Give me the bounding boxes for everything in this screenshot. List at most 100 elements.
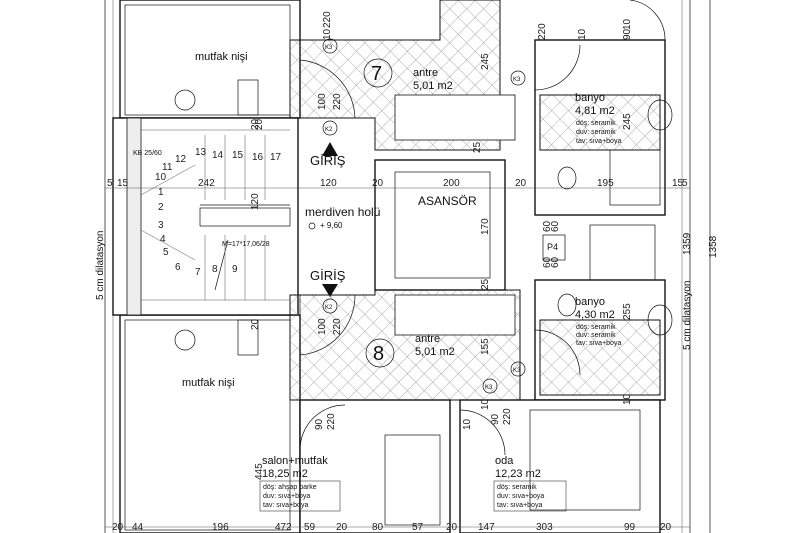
stair-step-number: 9 [232, 264, 238, 275]
banyo-bottom-finish-3: tav: sıva+boya [576, 340, 621, 347]
door-tag: K3 [325, 45, 333, 51]
dimension-label: 20 [254, 118, 265, 130]
right-dimension: 1359 [682, 232, 693, 255]
dimension-label: 155 [480, 338, 491, 355]
banyo-bottom-finish-2: duv: seramik [576, 332, 616, 339]
stair-step-number: 15 [232, 150, 244, 161]
mutfak-bottom-label: mutfak nişi [182, 377, 235, 389]
entry-arrows [322, 142, 338, 297]
stair-step-number: 7 [195, 267, 201, 278]
stair-step-number: 10 [155, 172, 167, 183]
banyo-top-finish-2: duv: seramik [576, 129, 616, 136]
oda-finish-1: döş: seramik [497, 484, 537, 491]
level-label: + 9,60 [320, 221, 343, 230]
dimension-label: 20 [515, 178, 527, 189]
dimension-label: 57 [412, 522, 424, 533]
dimension-label: 147 [478, 522, 495, 533]
dimension-label: 20 [250, 118, 261, 130]
dimension-label: 245 [480, 53, 491, 70]
dimension-label: 196 [212, 522, 229, 533]
dimension-label: 120 [320, 178, 337, 189]
dimension-label: 20 [336, 522, 348, 533]
kb-label: KB 25/60 [133, 150, 162, 157]
dimension-label: 80 [372, 522, 384, 533]
antre-8-name: antre [415, 333, 440, 345]
dimension-label: 90 [490, 413, 501, 425]
dimension-label: 44 [132, 522, 144, 533]
dimension-label: 10 [462, 418, 473, 430]
door-swings [299, 0, 666, 456]
entry-bottom-label: GİRİŞ [310, 268, 346, 283]
shaft-label: P4 [547, 242, 558, 252]
dimension-label: 10 [577, 28, 588, 40]
antre-7-name: antre [413, 67, 438, 79]
unit-7-number: 7 [371, 63, 382, 85]
stair-step-number: 5 [163, 247, 169, 258]
dimension-label: 220 [326, 413, 337, 430]
salon-finish-2: duv: sıva+boya [263, 493, 310, 500]
dimension-label: 20 [446, 522, 458, 533]
door-tag: K2 [325, 127, 333, 133]
stair-treads [140, 129, 291, 301]
dimension-label: 25 [480, 278, 491, 290]
stair-step-number: 1 [158, 187, 164, 198]
door-tag: K2 [325, 305, 333, 311]
stair-step-number: 4 [160, 234, 166, 245]
salon-name: salon+mutfak [262, 455, 328, 467]
banyo-bottom-name: banyo [575, 296, 605, 308]
stair-step-number: 16 [252, 152, 264, 163]
dimension-label: 255 [622, 303, 633, 320]
dimension-label: 220 [332, 318, 343, 335]
dimension-label: 5 [682, 178, 688, 189]
banyo-bottom-area: 4,30 m2 [575, 309, 615, 321]
antre-7-area: 5,01 m2 [413, 80, 453, 92]
dimension-label: 10 [322, 28, 333, 40]
dimension-label: 100 [317, 318, 328, 335]
entry-top-label: GİRİŞ [310, 153, 346, 168]
stair-hall-label: merdiven holü [305, 205, 380, 219]
banyo-top-area: 4,81 m2 [575, 105, 615, 117]
dimension-label: 303 [536, 522, 553, 533]
walls [104, 0, 691, 533]
stair-step-number: 2 [158, 202, 164, 213]
entry-arrow-down-icon [322, 284, 338, 297]
dimension-label: 170 [480, 218, 491, 235]
stair-note: M=17*17,06/28 [222, 241, 270, 248]
dimension-label: 60 [542, 256, 553, 268]
left-expansion-label: 5 cm dilatasyon [95, 231, 106, 300]
stair-step-number: 8 [212, 264, 218, 275]
dimension-label: 100 [317, 93, 328, 110]
far-right-dimension: 1358 [708, 235, 719, 258]
stair-step-number: 14 [212, 150, 224, 161]
right-expansion-label: 5 cm dilatasyon [682, 281, 693, 350]
unit-7-circle [363, 58, 393, 88]
door-tag: K3 [513, 77, 521, 83]
dimension-label: 20 [372, 178, 384, 189]
dimension-label: 472 [275, 522, 292, 533]
entry-arrow-up-icon [322, 142, 338, 156]
door-tag: K3 [485, 385, 493, 391]
elevator-label: ASANSÖR [418, 194, 477, 208]
banyo-top-name: banyo [575, 92, 605, 104]
dimension-label: 60 [550, 220, 561, 232]
dimension-vertical: 220 10 245 10 90 220 10 245 20 100 220 20 25 170 120 25… [250, 11, 633, 480]
dimension-label: 15 [672, 178, 684, 189]
dimension-label: 5 [107, 178, 113, 189]
salon-finish-1: döş: ahşap parke [263, 484, 317, 491]
banyo-top-finish-1: döş: seramik [576, 120, 616, 127]
dimension-label: 25 [472, 141, 483, 153]
dimension-label: 10 [480, 398, 491, 410]
dimension-label: 90 [622, 28, 633, 40]
antre-8-area: 5,01 m2 [415, 346, 455, 358]
dimension-label: 200 [443, 178, 460, 189]
dimension-label: 220 [537, 23, 548, 40]
stair-step-number: 12 [175, 154, 187, 165]
oda-area: 12,23 m2 [495, 468, 541, 480]
dimension-label: 20 [112, 522, 124, 533]
unit-8-circle [365, 338, 395, 368]
dimension-label: 10 [622, 393, 633, 405]
oda-finish-2: duv: sıva+boya [497, 493, 544, 500]
dimension-label: 245 [622, 113, 633, 130]
dimension-label: 15 [117, 178, 129, 189]
